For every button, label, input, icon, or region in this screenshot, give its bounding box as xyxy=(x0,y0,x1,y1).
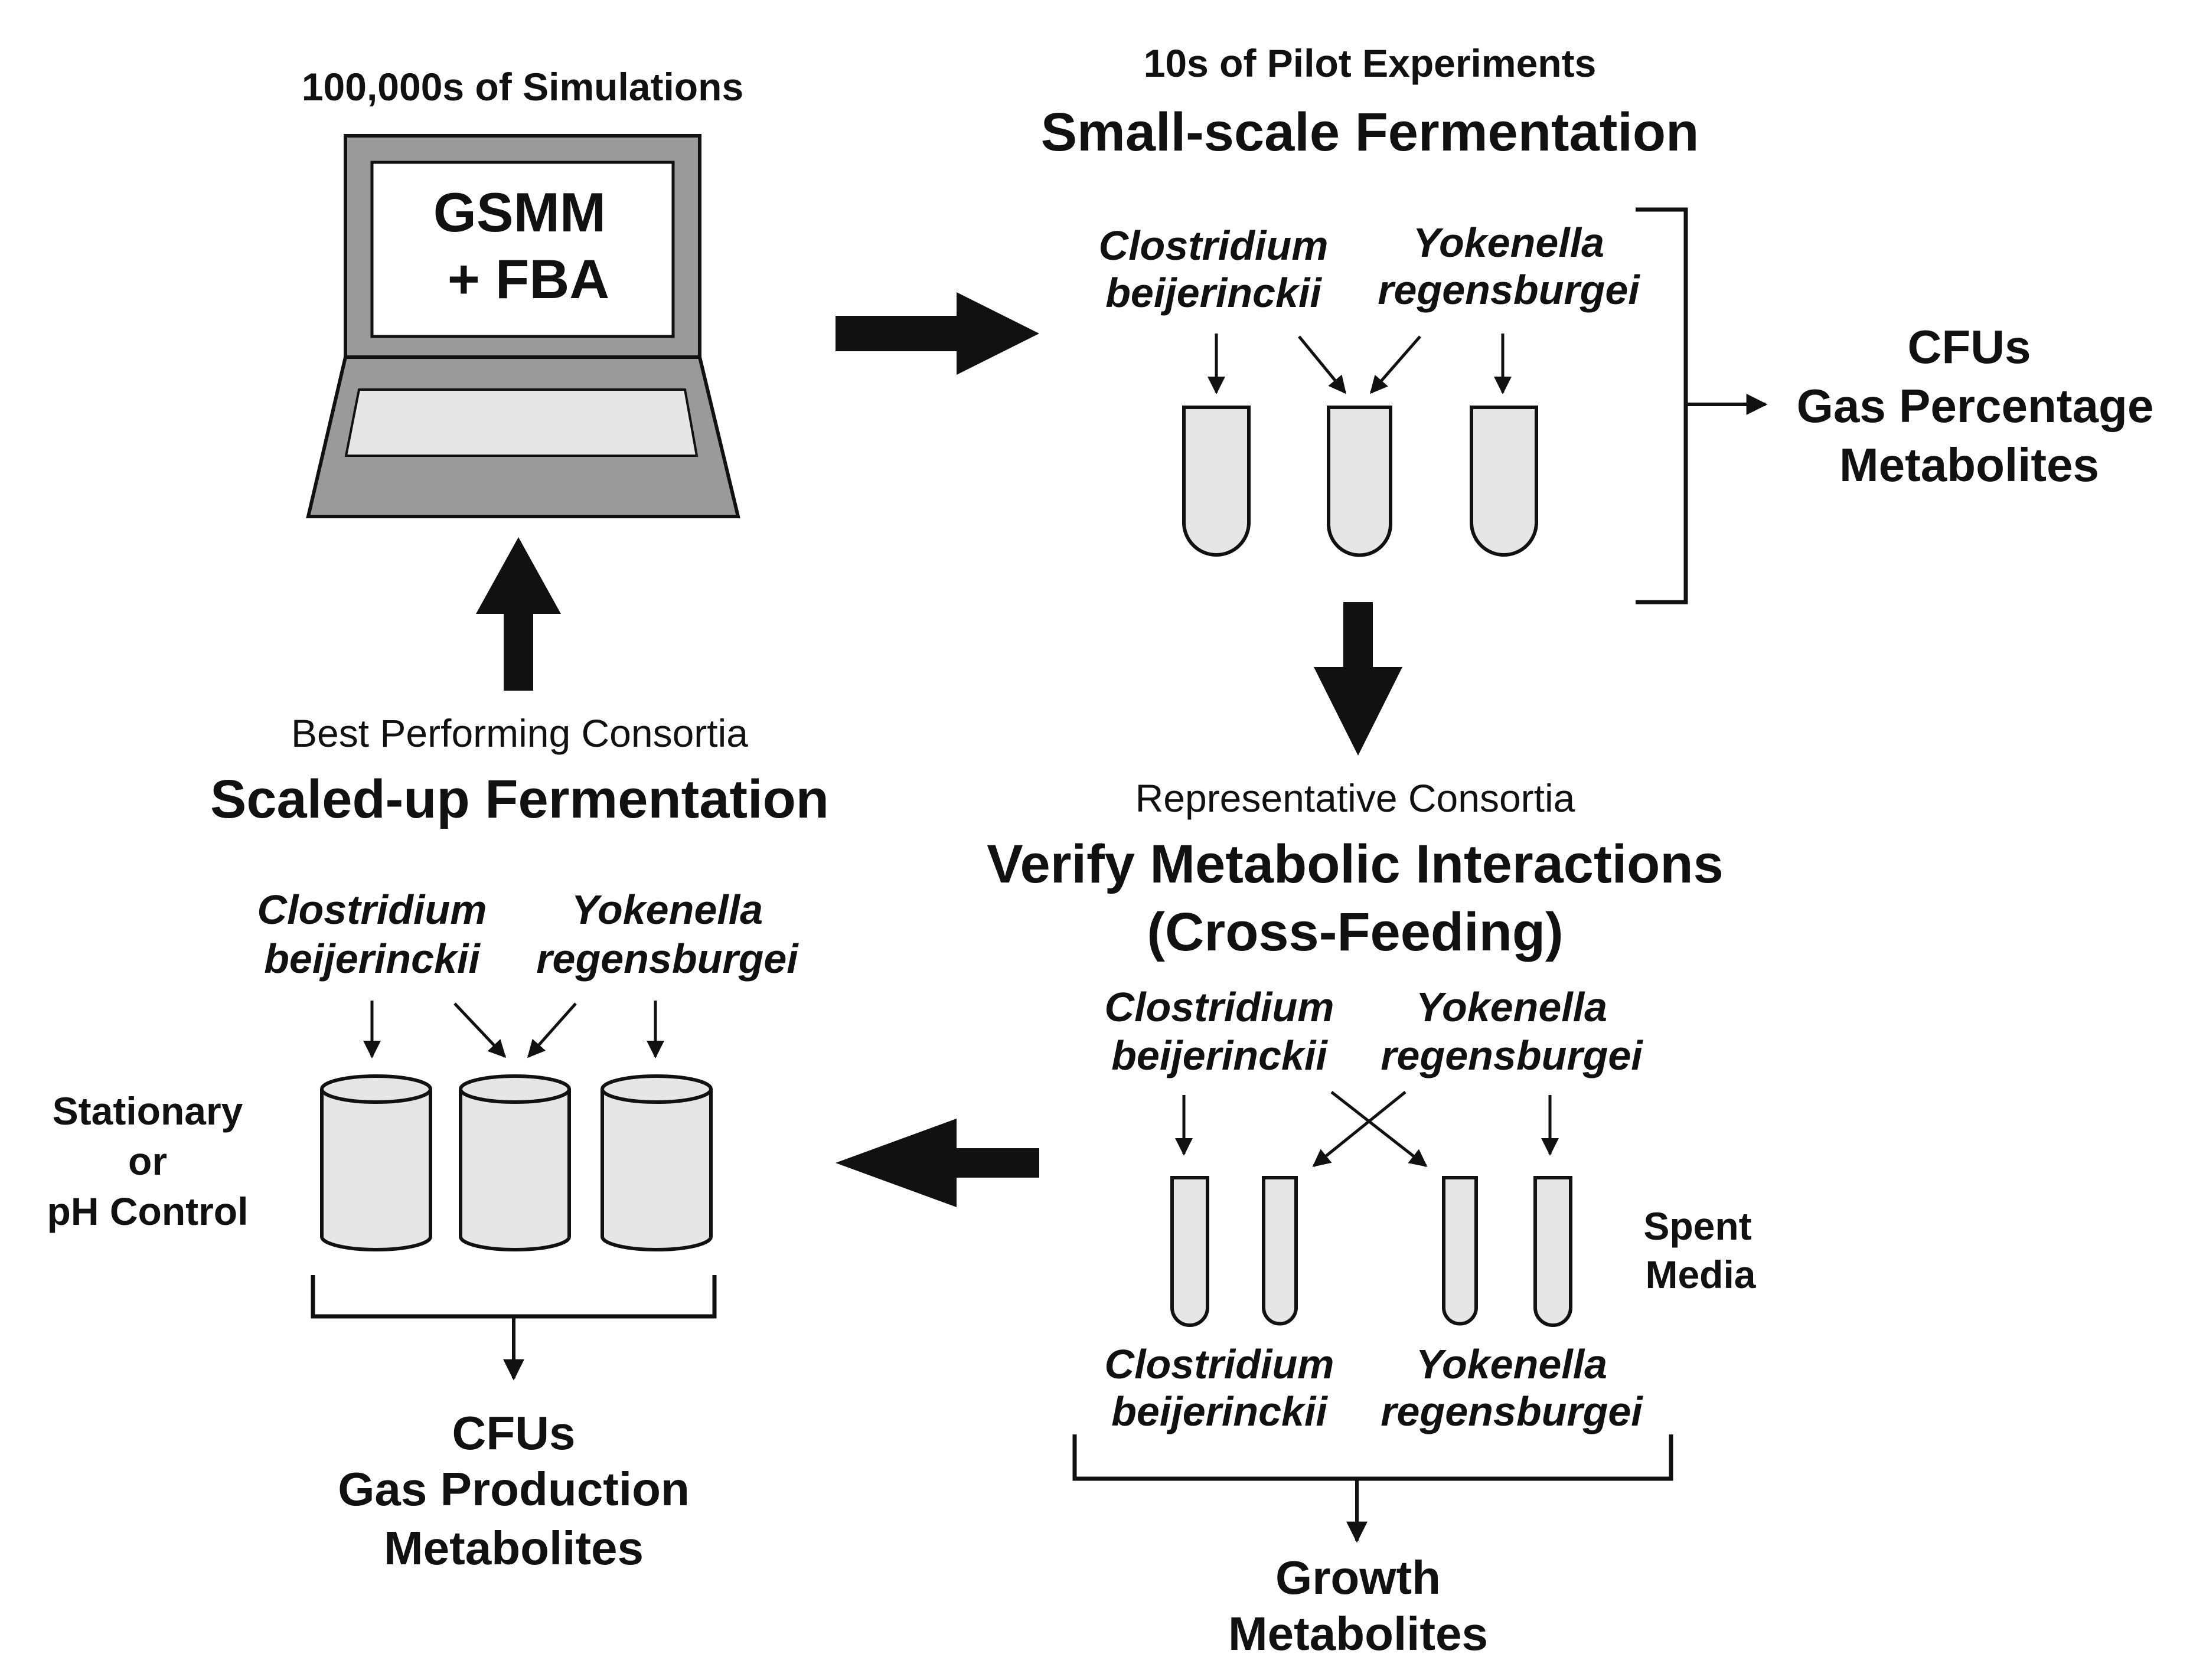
test-tube xyxy=(1442,1176,1478,1326)
verify-species-b-top-line2: regensburgei xyxy=(1381,1032,1643,1078)
small-scale-species-b-line2: regensburgei xyxy=(1378,267,1640,313)
verify-species-a-top-line2: beijerinckii xyxy=(1111,1032,1328,1078)
scaled-up-output-3: Metabolites xyxy=(384,1522,644,1574)
small-scale-output-2: Gas Percentage xyxy=(1797,380,2154,432)
verify-title-line1: Verify Metabolic Interactions xyxy=(987,834,1723,894)
verify-arrows xyxy=(1175,1091,1559,1167)
verify-output-1: Growth xyxy=(1275,1551,1441,1604)
verify-title-line2: (Cross-Feeding) xyxy=(1147,902,1563,962)
verify-species-b-bottom-line2: regensburgei xyxy=(1381,1388,1643,1434)
verify-species-a-top-line1: Clostridium xyxy=(1105,984,1334,1030)
verify-species-b-top-line1: Yokenella xyxy=(1416,984,1607,1030)
verify-species-b-bottom-line1: Yokenella xyxy=(1416,1341,1607,1387)
small-scale-species-b-line1: Yokenella xyxy=(1413,220,1604,266)
scaled-up-species-b-line2: regensburgei xyxy=(536,936,799,982)
arrow-to-small-scale xyxy=(836,292,1039,375)
arrow-to-simulation xyxy=(476,537,561,691)
verify-species-a-bottom-line1: Clostridium xyxy=(1105,1341,1334,1387)
verify-species-a-bottom-line2: beijerinckii xyxy=(1111,1388,1328,1434)
condition-line2: or xyxy=(128,1139,167,1183)
small-scale-header: 10s of Pilot Experiments xyxy=(1144,41,1597,85)
scaled-up-species-b-line1: Yokenella xyxy=(572,887,763,933)
test-tube xyxy=(1262,1176,1298,1326)
test-tube xyxy=(1327,406,1392,557)
small-scale-output-3: Metabolites xyxy=(1839,439,2099,491)
small-scale-arrows xyxy=(1208,334,1512,394)
scaled-up-arrows xyxy=(363,1001,664,1058)
scaled-up-header: Best Performing Consortia xyxy=(291,711,748,755)
arrow-to-verify xyxy=(1314,602,1402,756)
scaled-up-bracket xyxy=(311,1275,717,1319)
small-scale-title: Small-scale Fermentation xyxy=(1041,102,1699,162)
fermenter-vessel xyxy=(459,1074,571,1251)
simulation-header: 100,000s of Simulations xyxy=(302,65,743,109)
spent-media-line2: Media xyxy=(1645,1253,1756,1296)
small-scale-output-1: CFUs xyxy=(1908,321,2031,373)
verify-output-2: Metabolites xyxy=(1228,1607,1488,1660)
small-scale-species-a-line2: beijerinckii xyxy=(1105,270,1322,316)
small-scale-species-a-line1: Clostridium xyxy=(1099,223,1329,269)
condition-line1: Stationary xyxy=(53,1089,243,1133)
condition-line3: pH Control xyxy=(47,1189,249,1233)
arrow-to-scaled-up xyxy=(836,1119,1039,1207)
test-tube xyxy=(1533,1176,1572,1327)
laptop-screen-line1: GSMM xyxy=(433,181,606,243)
spent-media-line1: Spent xyxy=(1643,1204,1751,1248)
scaled-up-output-2: Gas Production xyxy=(338,1463,690,1515)
laptop-screen-line2: + FBA xyxy=(448,248,609,310)
verify-bracket xyxy=(1072,1434,1673,1481)
scaled-up-species-a-line2: beijerinckii xyxy=(264,936,481,982)
fermenter-vessel xyxy=(601,1074,713,1251)
small-scale-bracket xyxy=(1636,207,1688,604)
scaled-up-species-a-line1: Clostridium xyxy=(257,887,487,933)
fermenter-vessel xyxy=(320,1074,432,1251)
verify-header: Representative Consortia xyxy=(1135,776,1575,820)
laptop-icon xyxy=(306,134,740,518)
scaled-up-title: Scaled-up Fermentation xyxy=(210,769,829,829)
scaled-up-output-1: CFUs xyxy=(452,1407,576,1459)
test-tube xyxy=(1170,1176,1209,1327)
test-tube xyxy=(1470,406,1538,557)
test-tube xyxy=(1182,406,1251,557)
